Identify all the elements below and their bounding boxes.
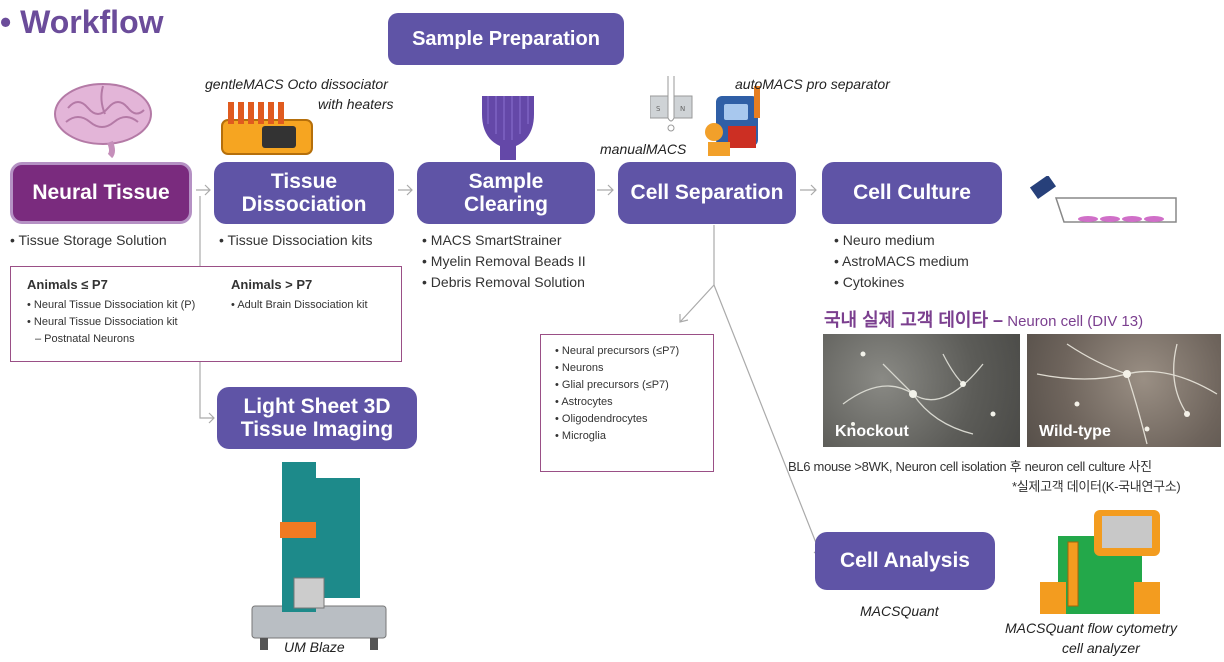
automacs-caption: autoMACS pro separator xyxy=(735,76,890,92)
arrow-dissociation-to-clearing xyxy=(398,184,413,196)
um-blaze-microscope-icon xyxy=(251,462,387,650)
svg-text:N: N xyxy=(680,105,685,113)
animals-le-p7-heading: Animals ≤ P7 xyxy=(27,277,108,292)
strainer-icon xyxy=(482,96,534,160)
customer-data-heading-suffix: Neuron cell (DIV 13) xyxy=(1003,313,1144,330)
bullet-item: Adult Brain Dissociation kit xyxy=(231,297,367,314)
cell-types-list: Neural precursors (≤P7) Neurons Glial pr… xyxy=(555,343,679,445)
manualmacs-caption: manualMACS xyxy=(600,141,687,157)
bullet-item: Neural Tissue Dissociation kit (P) xyxy=(27,297,195,314)
neural-tissue-box: Neural Tissue xyxy=(10,162,192,224)
arrow-neural-to-dissociation xyxy=(196,184,211,196)
svg-text:S: S xyxy=(656,105,661,113)
arrow-to-cell-analysis xyxy=(713,284,824,560)
cell-type-item: Oligodendrocytes xyxy=(555,411,679,428)
gentlemacs-caption-line2: with heaters xyxy=(318,96,394,112)
manualmacs-magnet-icon: S N xyxy=(650,76,693,132)
cell-type-item: Microglia xyxy=(555,428,679,445)
arrow-to-cell-types xyxy=(679,284,715,323)
cell-types-panel: Neural precursors (≤P7) Neurons Glial pr… xyxy=(540,334,714,472)
cell-type-item: Glial precursors (≤P7) xyxy=(555,377,679,394)
page-title: • Workflow xyxy=(0,4,164,40)
macsquant-caption: MACSQuant xyxy=(860,603,939,619)
macsquant-device-icon xyxy=(1040,510,1160,614)
bullet-item: Myelin Removal Beads II xyxy=(422,251,586,272)
bullet-item: Neural Tissue Dissociation kit xyxy=(27,314,195,331)
animals-le-p7-list: Neural Tissue Dissociation kit (P) Neura… xyxy=(27,297,195,331)
cell-type-item: Neurons xyxy=(555,360,679,377)
dissociation-bullets: Tissue Dissociation kits xyxy=(219,230,373,251)
sample-clearing-box: Sample Clearing xyxy=(417,162,595,224)
bullet-item: MACS SmartStrainer xyxy=(422,230,586,251)
customer-data-note-line1: BL6 mouse >8WK, Neuron cell isolation 후 … xyxy=(788,459,1152,474)
customer-data-heading: 국내 실제 고객 데이타 – Neuron cell (DIV 13) xyxy=(824,306,1143,332)
sample-preparation-header: Sample Preparation xyxy=(388,13,624,65)
culture-flask-icon xyxy=(1030,176,1177,223)
postnatal-neurons-note: – Postnatal Neurons xyxy=(35,333,135,345)
knockout-image: Knockout xyxy=(823,334,1020,447)
customer-data-heading-korean: 국내 실제 고객 데이타 – xyxy=(824,310,1004,330)
bullet-item: Tissue Storage Solution xyxy=(10,230,167,251)
cell-type-item: Neural precursors (≤P7) xyxy=(555,343,679,360)
tissue-dissociation-box: Tissue Dissociation xyxy=(214,162,394,224)
arrow-clearing-to-separation xyxy=(597,184,614,196)
neuron-network-icon xyxy=(1036,343,1218,445)
bullet-item: Tissue Dissociation kits xyxy=(219,230,373,251)
cell-separation-box: Cell Separation xyxy=(618,162,796,224)
bullet-item: Neuro medium xyxy=(834,230,969,251)
neuron-network-icon xyxy=(842,351,996,435)
knockout-label: Knockout xyxy=(835,423,909,440)
wild-type-label: Wild-type xyxy=(1039,423,1111,440)
um-blaze-caption: UM Blaze xyxy=(284,639,345,655)
cell-type-item: Astrocytes xyxy=(555,394,679,411)
brain-icon xyxy=(54,83,152,158)
culture-bullets: Neuro medium AstroMACS medium Cytokines xyxy=(834,230,969,293)
arrow-separation-to-culture xyxy=(800,184,817,196)
macsquant-flow-caption-line1: MACSQuant flow cytometry xyxy=(1005,620,1177,636)
cell-analysis-box: Cell Analysis xyxy=(815,532,995,590)
gentlemacs-device-icon xyxy=(221,102,313,155)
bullet-item: AstroMACS medium xyxy=(834,251,969,272)
gentlemacs-caption-line1: gentleMACS Octo dissociator xyxy=(205,76,388,92)
customer-data-note-line2: *실제고객 데이터(K-국내연구소) xyxy=(1012,479,1181,494)
neural-tissue-bullets: Tissue Storage Solution xyxy=(10,230,167,251)
macsquant-flow-caption-line2: cell analyzer xyxy=(1062,640,1140,656)
wild-type-image: Wild-type xyxy=(1027,334,1221,447)
light-sheet-box: Light Sheet 3D Tissue Imaging xyxy=(217,387,417,449)
cell-culture-box: Cell Culture xyxy=(822,162,1002,224)
animals-gt-p7-heading: Animals > P7 xyxy=(231,277,313,292)
automacs-device-icon xyxy=(705,86,760,156)
animals-gt-p7-list: Adult Brain Dissociation kit xyxy=(231,297,367,314)
clearing-bullets: MACS SmartStrainer Myelin Removal Beads … xyxy=(422,230,586,293)
bullet-item: Debris Removal Solution xyxy=(422,272,586,293)
animals-panel: Animals ≤ P7 Neural Tissue Dissociation … xyxy=(10,266,402,362)
bullet-item: Cytokines xyxy=(834,272,969,293)
